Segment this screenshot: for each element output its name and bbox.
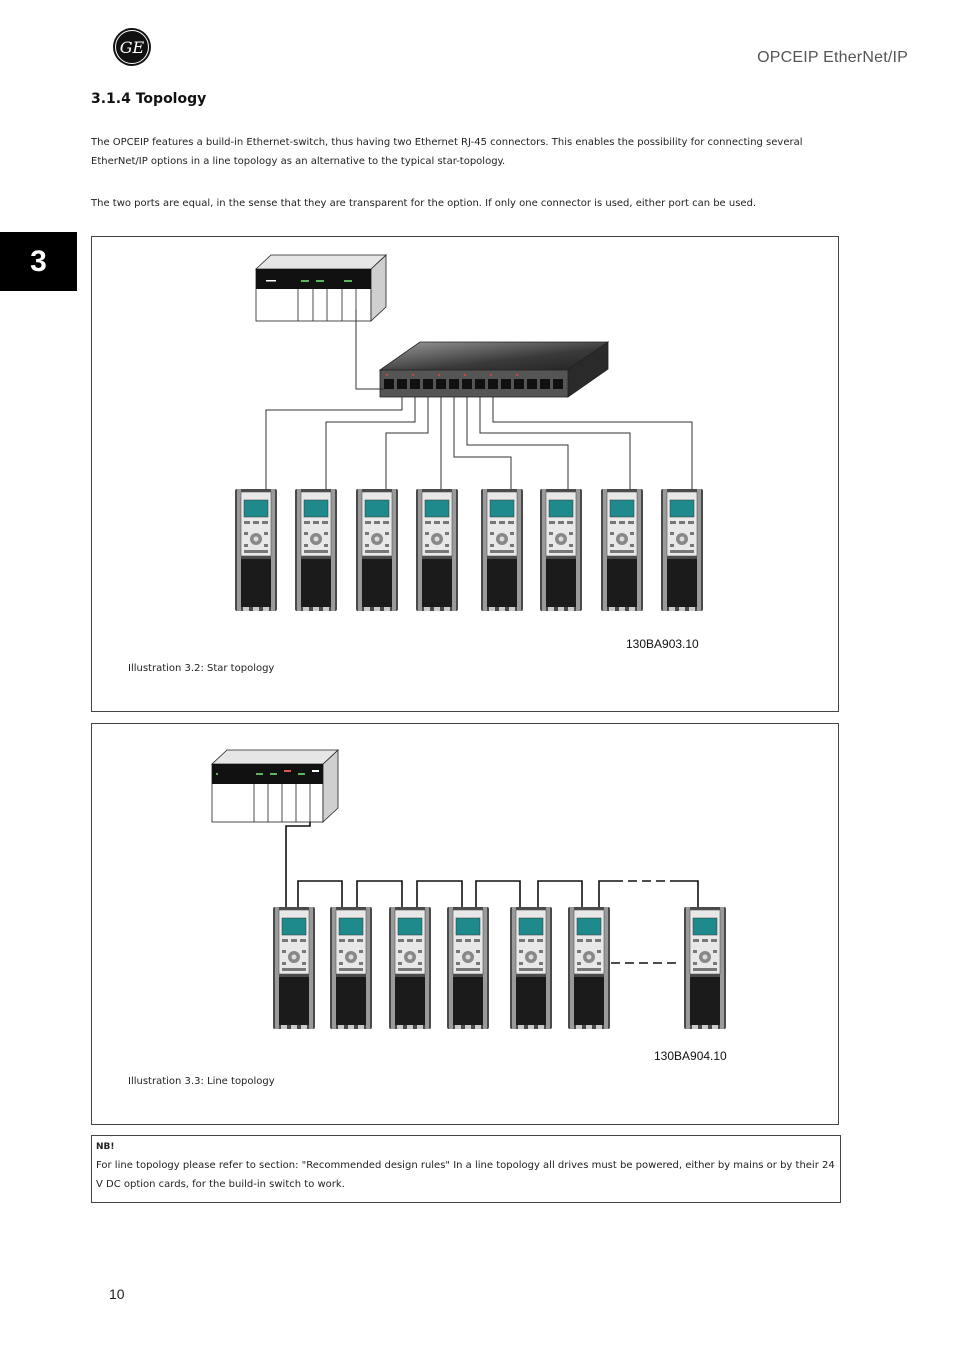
ge-logo-icon: GE [113, 28, 151, 66]
svg-text:GE: GE [120, 38, 145, 57]
figure-line-topology: 130BA904.10 Illustration 3.3: Line topol… [91, 723, 839, 1125]
drive-2 [294, 488, 338, 612]
figure-code: 130BA903.10 [626, 637, 699, 651]
line-topology-diagram [211, 749, 727, 1030]
drive-7 [683, 906, 727, 1030]
drive-2 [329, 906, 373, 1030]
drive-6 [539, 488, 583, 612]
line-cables [285, 822, 699, 964]
drive-3 [388, 906, 432, 1030]
drive-1 [272, 906, 316, 1030]
drive-3 [355, 488, 399, 612]
page-number: 10 [109, 1286, 125, 1302]
chapter-tab: 3 [0, 232, 77, 291]
figure-caption: Illustration 3.3: Line topology [128, 1076, 275, 1087]
ethernet-switch [378, 341, 610, 398]
drive-5 [509, 906, 553, 1030]
drive-1 [234, 488, 278, 612]
drive-4 [415, 488, 459, 612]
drive-7 [600, 488, 644, 612]
paragraph-1: The OPCEIP features a build-in Ethernet-… [91, 137, 803, 167]
drive-5 [480, 488, 524, 612]
header-title: OPCEIP EtherNet/IP [757, 49, 908, 66]
note-box: NB! For line topology please refer to se… [91, 1135, 841, 1203]
star-cables [265, 309, 693, 489]
drive-4 [446, 906, 490, 1030]
note-text: For line topology please refer to sectio… [96, 1160, 835, 1190]
section-heading: 3.1.4 Topology [91, 91, 207, 107]
star-topology-diagram [234, 254, 704, 612]
drive-6 [567, 906, 611, 1030]
figure-caption: Illustration 3.2: Star topology [128, 663, 275, 674]
plc-controller [255, 254, 387, 322]
drive-8 [660, 488, 704, 612]
figure-code: 130BA904.10 [654, 1049, 727, 1063]
note-title: NB! [96, 1142, 115, 1152]
plc-controller [211, 749, 339, 823]
figure-star-topology: 130BA903.10 Illustration 3.2: Star topol… [91, 236, 839, 712]
paragraph-2: The two ports are equal, in the sense th… [91, 198, 757, 209]
